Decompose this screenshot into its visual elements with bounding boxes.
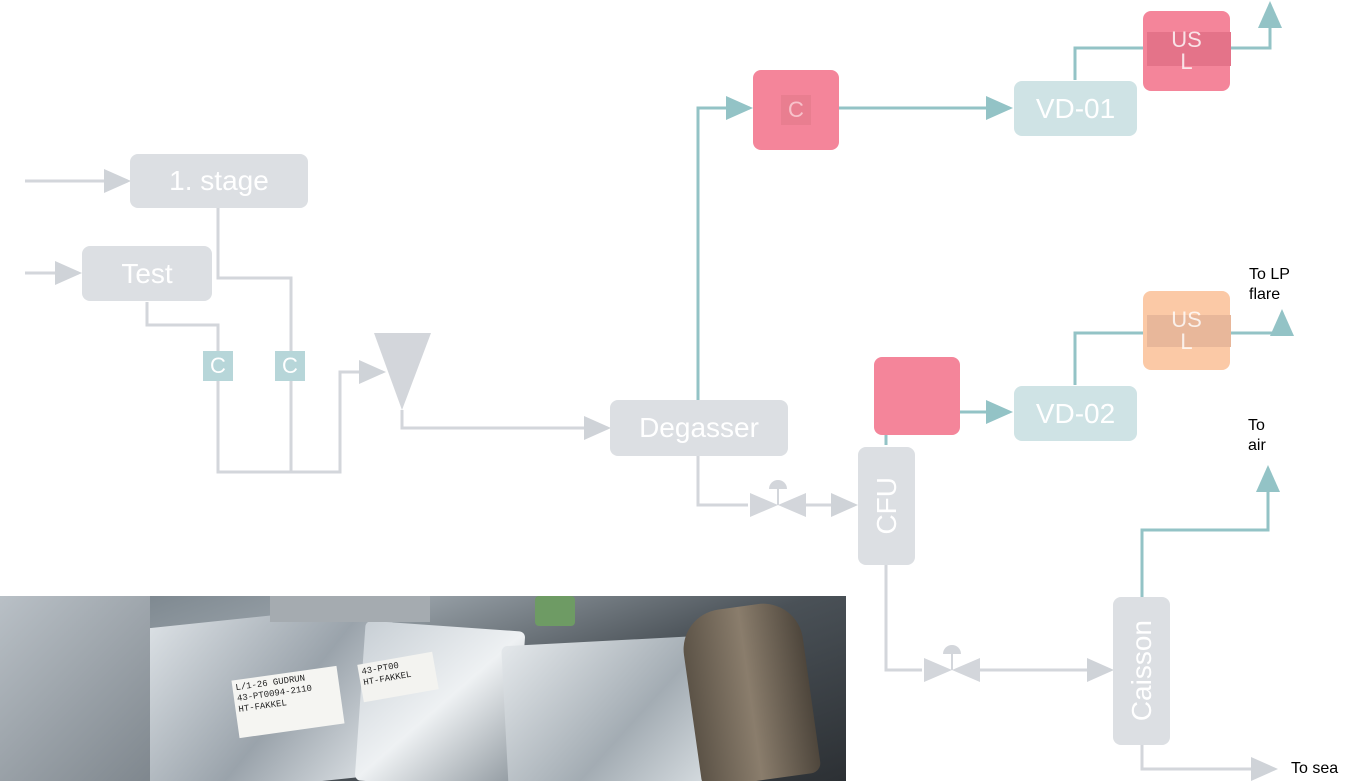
- vd-02: VD-02: [1014, 386, 1137, 441]
- stage1-to-c: [216, 208, 293, 472]
- us-mid-label: US L: [1171, 306, 1202, 354]
- caisson-to-air: [1140, 465, 1280, 597]
- metal-bar: [270, 596, 430, 622]
- stage1-separator: 1. stage: [130, 154, 308, 208]
- vd02-to-us: [1073, 331, 1143, 385]
- degasser: Degasser: [610, 400, 788, 456]
- photo-sample-bags: L/1-26 GUDRUN 43-PT0094-2110 HT-FAKKEL 4…: [0, 596, 846, 781]
- test-separator: Test: [82, 246, 212, 301]
- caisson-label: Caisson: [1125, 620, 1157, 722]
- caisson: Caisson: [1113, 597, 1170, 745]
- cfu-to-valve2: [884, 565, 922, 672]
- test-label: Test: [121, 257, 173, 289]
- c2-label: C: [282, 353, 298, 378]
- degasser-gas-line: [696, 96, 753, 400]
- test-to-c: [145, 302, 386, 474]
- us-top-out: [1231, 1, 1282, 50]
- vd01-to-us: [1073, 46, 1143, 80]
- cfu-label: CFU: [870, 477, 902, 535]
- valve-2: [924, 645, 980, 682]
- wrench: [678, 598, 822, 781]
- us-box-top-band: [1147, 32, 1231, 66]
- us-box-mid-band: [1147, 315, 1231, 347]
- stage1-label: 1. stage: [169, 165, 269, 196]
- us-box-top: US L: [1143, 11, 1231, 91]
- c1-label: C: [210, 353, 226, 378]
- cone-separator: [374, 333, 431, 410]
- sample-bag-3: [501, 635, 709, 781]
- c-box-3: C: [781, 95, 811, 125]
- valve-1: [750, 480, 806, 517]
- bag-left-edge: [0, 596, 150, 781]
- pink-unit-box: [874, 357, 960, 435]
- compressor-pink-box: C: [753, 70, 839, 150]
- green-can: [535, 596, 575, 626]
- us-mid-out: [1231, 309, 1294, 336]
- to-sea-label: To sea: [1291, 760, 1339, 777]
- sample-bag-2: [354, 620, 526, 781]
- caisson-to-sea: [1140, 745, 1278, 781]
- cone-to-degasser: [400, 410, 611, 440]
- degasser-to-valve: [696, 456, 748, 507]
- to-air-label: To air: [1248, 417, 1266, 454]
- cfu: CFU: [858, 447, 915, 565]
- vd-01: VD-01: [1014, 81, 1137, 136]
- c3-label: C: [788, 97, 804, 122]
- to-lp-flare-label: To LP flare: [1249, 266, 1290, 303]
- vd01-label: VD-01: [1035, 92, 1116, 124]
- us-top-label: US L: [1171, 27, 1202, 74]
- c-box-2: C: [275, 351, 305, 381]
- c-box-1: C: [203, 351, 233, 381]
- us-box-mid: US L: [1143, 291, 1231, 370]
- vd02-label: VD-02: [1035, 397, 1116, 429]
- degasser-label: Degasser: [639, 412, 759, 443]
